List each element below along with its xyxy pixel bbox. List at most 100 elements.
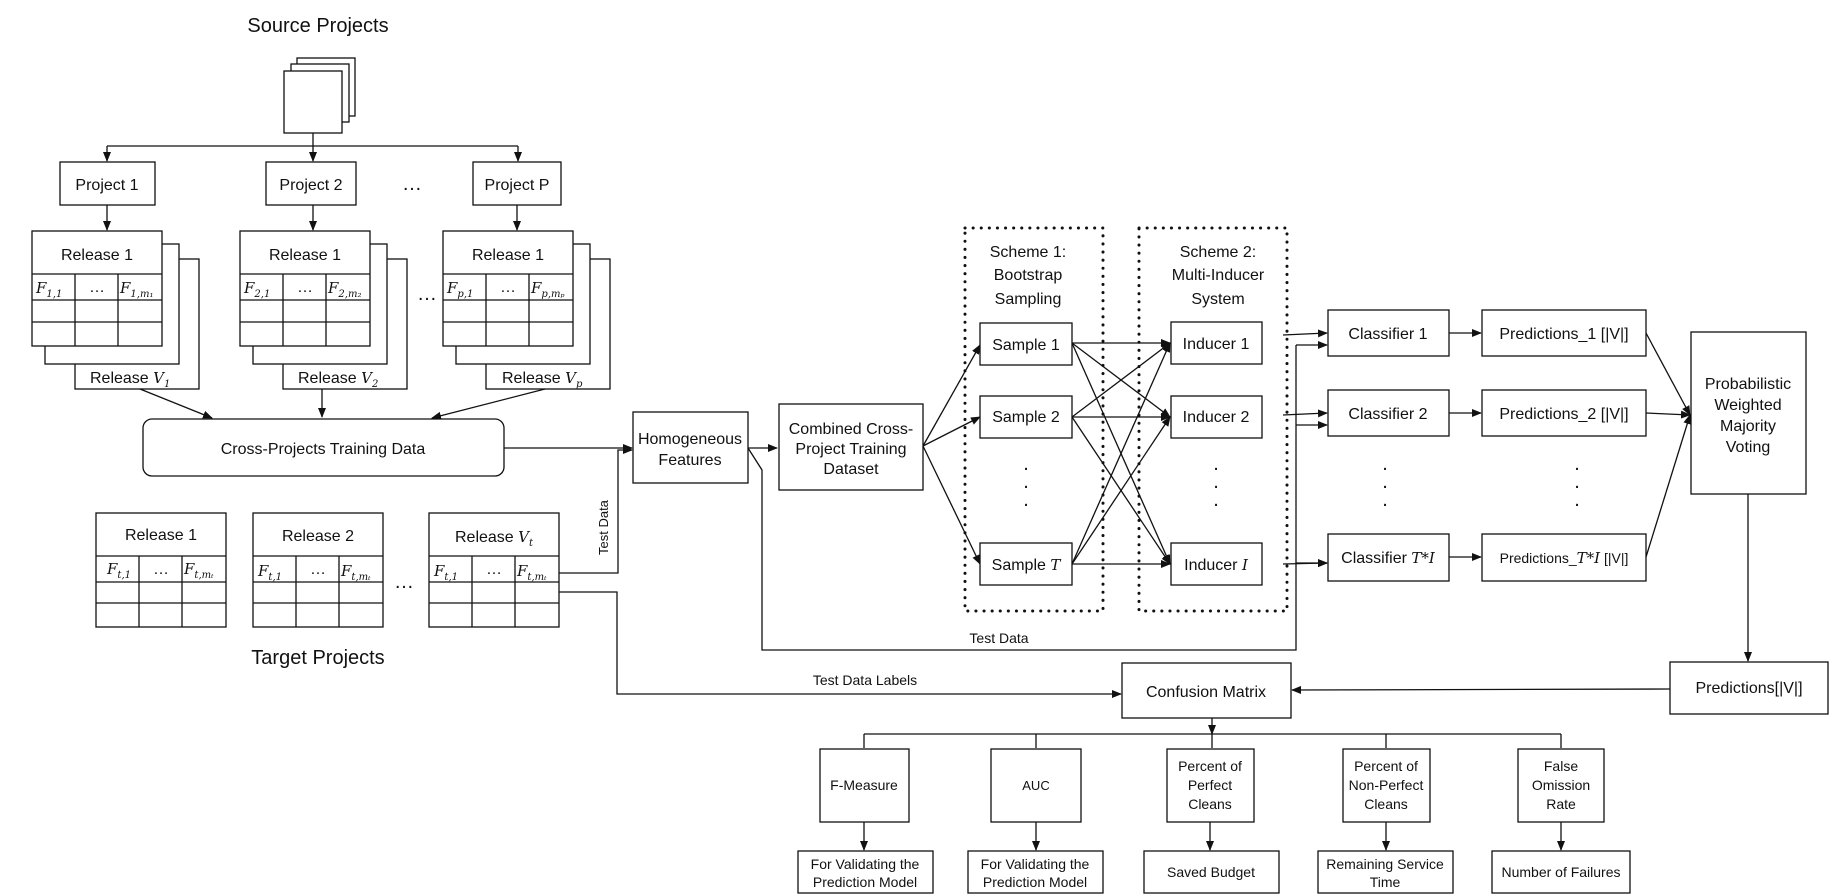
target-release-1-title: Release 1 bbox=[125, 527, 197, 544]
target-release-vt-table: Release Vt Ft,1 … Ft,mₜ bbox=[428, 512, 560, 628]
target-release-vt-last-feature: Ft,mₜ bbox=[516, 562, 547, 583]
homogeneous-features-box: Homogeneous Features bbox=[632, 411, 749, 484]
predictions-vdot-2: . bbox=[1574, 471, 1580, 493]
source-release-1-title: Release 1 bbox=[61, 247, 133, 264]
cross-projects-training-data-box: Cross-Projects Training Data bbox=[142, 418, 505, 477]
metric-non-perfect-cleans-line-1: Percent of bbox=[1354, 758, 1418, 774]
confusion-matrix-label: Confusion Matrix bbox=[1146, 684, 1266, 701]
metric-false-omission-rate-line-2: Omission bbox=[1532, 777, 1590, 793]
target-release-vt-first-feature: Ft,1 bbox=[433, 562, 458, 583]
metric-non-perfect-cleans-line-3: Cleans bbox=[1364, 796, 1408, 812]
source-release-p-title: Release 1 bbox=[472, 247, 544, 264]
predictions-1-box: Predictions_1 [|V|] bbox=[1481, 309, 1647, 357]
use-saved-budget-box: Saved Budget bbox=[1143, 850, 1280, 894]
metric-false-omission-rate-box: False Omission Rate bbox=[1517, 748, 1605, 823]
source-documents-icon bbox=[283, 57, 356, 134]
use-saved-budget-label: Saved Budget bbox=[1167, 864, 1255, 880]
inducer-2-box: Inducer 2 bbox=[1170, 395, 1263, 439]
inducers-vdot-1: . bbox=[1213, 453, 1219, 475]
source-release-2-first-feature: F2,1 bbox=[243, 279, 270, 300]
classifier-2-label: Classifier 2 bbox=[1348, 406, 1427, 423]
source-release-2-last-feature: F2,m₂ bbox=[327, 279, 361, 300]
source-releases-ellipsis: … bbox=[417, 283, 437, 305]
metric-non-perfect-cleans-line-2: Non-Perfect bbox=[1349, 777, 1424, 793]
target-release-vt-feature-ellipsis: … bbox=[486, 561, 502, 578]
project-1-label: Project 1 bbox=[75, 177, 138, 194]
scheme-2-line-2: Multi-Inducer bbox=[1172, 267, 1265, 284]
target-release-2-first-feature: Ft,1 bbox=[257, 562, 282, 583]
classifier-1-box: Classifier 1 bbox=[1327, 309, 1450, 357]
metric-perfect-cleans-line-1: Percent of bbox=[1178, 758, 1242, 774]
combined-dataset-box: Combined Cross- Project Training Dataset bbox=[778, 403, 924, 491]
use-validation-2-line-2: Prediction Model bbox=[983, 874, 1087, 890]
classifier-2-box: Classifier 2 bbox=[1327, 389, 1450, 437]
sample-1-label: Sample 1 bbox=[992, 337, 1060, 354]
classifier-1-label: Classifier 1 bbox=[1348, 326, 1427, 343]
metric-auc-label: AUC bbox=[1022, 778, 1049, 793]
metric-auc-box: AUC bbox=[990, 748, 1082, 823]
voting-box: Probabilistic Weighted Majority Voting bbox=[1690, 331, 1807, 495]
scheme-1-line-3: Sampling bbox=[995, 291, 1062, 308]
inducer-i-label: Inducer I bbox=[1184, 556, 1249, 574]
target-release-2-feature-ellipsis: … bbox=[310, 561, 326, 578]
project-p-label: Project P bbox=[485, 177, 550, 194]
target-releases-ellipsis: … bbox=[394, 571, 414, 593]
sample-2-label: Sample 2 bbox=[992, 409, 1060, 426]
scheme-2-container bbox=[1137, 226, 1289, 613]
use-validation-1-line-1: For Validating the bbox=[811, 856, 920, 872]
predictions-vdot-1: . bbox=[1574, 453, 1580, 475]
projects-ellipsis: … bbox=[402, 173, 422, 195]
source-projects-heading: Source Projects bbox=[247, 15, 388, 37]
target-release-vt-title: Release Vt bbox=[455, 528, 534, 549]
use-remaining-service-time-line-2: Time bbox=[1370, 874, 1401, 890]
project-p-box: Project P bbox=[472, 161, 562, 206]
target-release-2-table: Release 2 Ft,1 … Ft,mₜ bbox=[252, 512, 384, 628]
predictions-vdot-3: . bbox=[1574, 489, 1580, 511]
classifier-ti-box: Classifier T*I bbox=[1327, 533, 1450, 582]
voting-line-3: Majority bbox=[1720, 418, 1776, 435]
use-remaining-service-time-box: Remaining Service Time bbox=[1317, 850, 1454, 894]
source-release-1-back-label: Release V1 bbox=[90, 369, 170, 390]
sample-2-box: Sample 2 bbox=[979, 395, 1073, 439]
samples-vdot-3: . bbox=[1023, 489, 1029, 511]
sample-t-label: Sample T bbox=[992, 556, 1062, 574]
confusion-matrix-box: Confusion Matrix bbox=[1121, 662, 1292, 719]
source-release-p-feature-ellipsis: … bbox=[500, 279, 516, 296]
sample-1-box: Sample 1 bbox=[979, 322, 1073, 366]
metric-f-measure-label: F-Measure bbox=[830, 777, 898, 793]
predictions-ti-label: Predictions_T*I [|V|] bbox=[1500, 549, 1629, 567]
use-validation-1-line-2: Prediction Model bbox=[813, 874, 917, 890]
inducers-vdot-2: . bbox=[1213, 471, 1219, 493]
test-data-bottom-label: Test Data bbox=[969, 630, 1028, 646]
test-data-labels-text: Test Data Labels bbox=[813, 672, 917, 688]
source-release-p-last-feature: Fp,mₚ bbox=[530, 279, 564, 300]
target-release-1-feature-ellipsis: … bbox=[153, 561, 169, 578]
classifiers-vdot-2: . bbox=[1382, 471, 1388, 493]
target-release-1-last-feature: Ft,mₜ bbox=[183, 560, 214, 581]
source-release-1-last-feature: F1,m₁ bbox=[119, 279, 153, 300]
predictions-1-label: Predictions_1 [|V|] bbox=[1499, 326, 1628, 343]
use-validation-2-box: For Validating the Prediction Model bbox=[967, 850, 1104, 894]
scheme-1-line-2: Bootstrap bbox=[994, 267, 1063, 284]
source-release-1-feature-ellipsis: … bbox=[89, 279, 105, 296]
metric-false-omission-rate-line-1: False bbox=[1544, 758, 1578, 774]
test-data-vertical-label: Test Data bbox=[596, 499, 611, 555]
sample-inducer-connections bbox=[1071, 339, 1171, 568]
project-2-box: Project 2 bbox=[265, 161, 357, 206]
metric-perfect-cleans-line-3: Cleans bbox=[1188, 796, 1232, 812]
inducer-2-label: Inducer 2 bbox=[1183, 409, 1250, 426]
inducer-1-box: Inducer 1 bbox=[1170, 321, 1263, 365]
source-release-stack-1: Release 1 F1,1 … F1,m₁ Release V1 bbox=[31, 230, 200, 390]
classifiers-vdot-1: . bbox=[1382, 453, 1388, 475]
target-projects-heading: Target Projects bbox=[251, 647, 384, 669]
source-release-1-first-feature: F1,1 bbox=[35, 279, 62, 300]
voting-line-2: Weighted bbox=[1714, 397, 1781, 414]
source-release-stack-2: Release 1 F2,1 … F2,m₂ Release V2 bbox=[239, 230, 408, 390]
source-release-p-first-feature: Fp,1 bbox=[446, 279, 473, 300]
scheme-2-line-3: System bbox=[1191, 291, 1244, 308]
final-predictions-box: Predictions[|V|] bbox=[1669, 661, 1829, 715]
homogeneous-features-line-1: Homogeneous bbox=[638, 431, 742, 448]
project-1-box: Project 1 bbox=[59, 161, 156, 206]
predictions-ti-box: Predictions_T*I [|V|] bbox=[1481, 533, 1647, 582]
